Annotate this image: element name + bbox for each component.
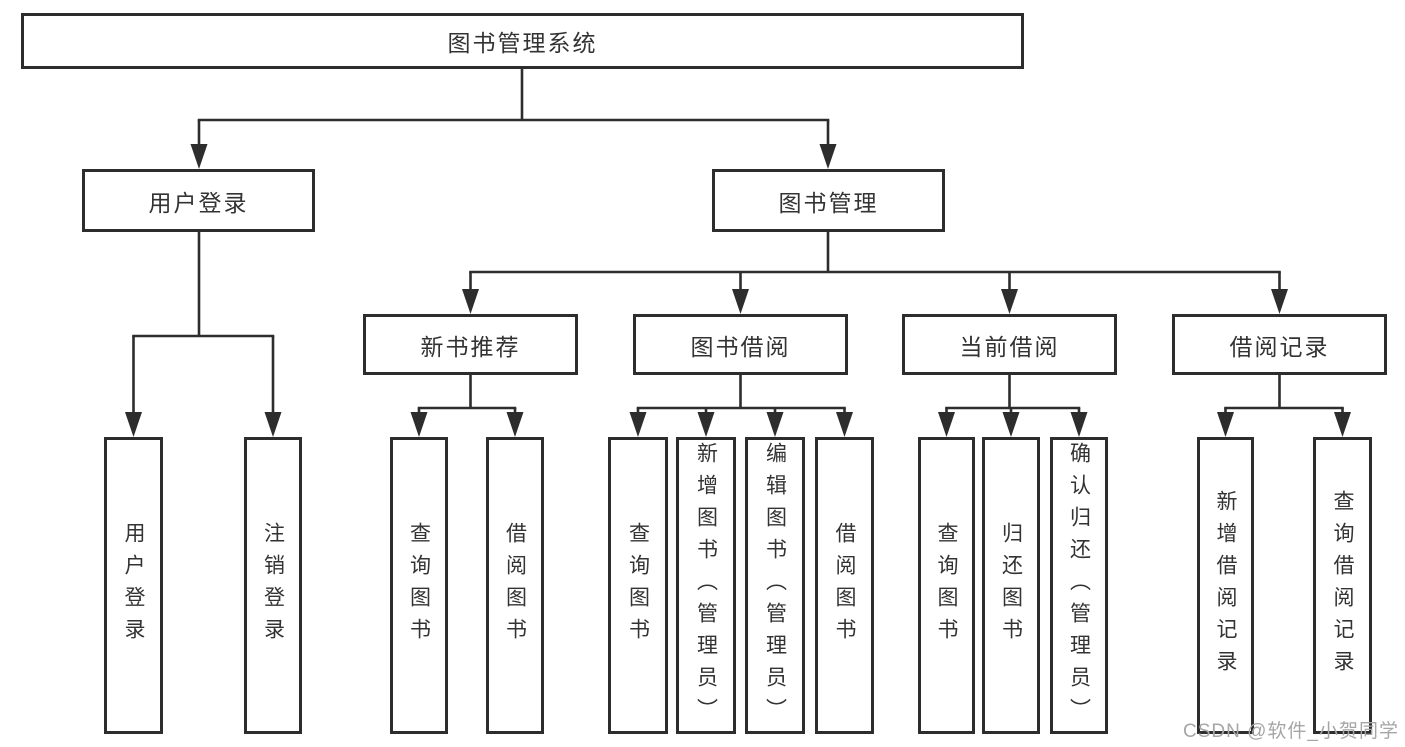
leaf-query-book-borrow-label: 查询图书: [626, 521, 650, 650]
leaf-borrow-book-recommend-label: 借阅图书: [503, 521, 527, 650]
leaf-add-borrow-record: 新增借阅记录: [1197, 437, 1254, 734]
node-current-borrow-label: 当前借阅: [959, 333, 1060, 360]
csdn-watermark: CSDN @软件_小贺同学: [1183, 721, 1399, 742]
node-borrow-record: 借阅记录: [1172, 314, 1387, 375]
leaf-borrow-book-recommend: 借阅图书: [486, 437, 544, 734]
leaf-user-login: 用户登录: [104, 437, 163, 734]
leaf-query-book-recommend-label: 查询图书: [407, 521, 431, 650]
node-borrow-record-label: 借阅记录: [1229, 333, 1330, 360]
node-root-system: 图书管理系统: [21, 13, 1024, 69]
leaf-query-book-recommend: 查询图书: [390, 437, 448, 734]
leaf-edit-book-admin-label: 编辑图书（管理员）: [763, 441, 787, 730]
leaf-add-book-admin: 新增图书（管理员）: [676, 437, 736, 734]
node-book-management: 图书管理: [712, 169, 945, 232]
leaf-query-book-current: 查询图书: [918, 437, 975, 734]
node-user-login-label: 用户登录: [148, 189, 249, 216]
leaf-add-borrow-record-label: 新增借阅记录: [1214, 489, 1237, 682]
leaf-add-book-admin-label: 新增图书（管理员）: [694, 441, 718, 730]
leaf-logout-label: 注销登录: [261, 521, 285, 650]
leaf-confirm-return-admin: 确认归还（管理员）: [1050, 437, 1108, 734]
leaf-user-login-label: 用户登录: [122, 521, 145, 650]
leaf-logout: 注销登录: [244, 437, 302, 734]
leaf-borrow-book-label: 借阅图书: [833, 521, 856, 650]
leaf-borrow-book: 借阅图书: [815, 437, 874, 734]
leaf-query-borrow-record: 查询借阅记录: [1313, 437, 1372, 734]
node-book-management-label: 图书管理: [778, 189, 879, 216]
leaf-return-book: 归还图书: [982, 437, 1040, 734]
leaf-edit-book-admin: 编辑图书（管理员）: [745, 437, 805, 734]
leaf-query-borrow-record-label: 查询借阅记录: [1331, 489, 1354, 682]
node-root-label: 图书管理系统: [447, 30, 598, 56]
node-book-borrow-label: 图书借阅: [690, 333, 791, 360]
node-user-login: 用户登录: [82, 169, 315, 232]
leaf-query-book-current-label: 查询图书: [935, 521, 958, 650]
node-book-borrow: 图书借阅: [633, 314, 848, 375]
leaf-query-book-borrow: 查询图书: [608, 437, 668, 734]
node-new-book-recommend: 新书推荐: [363, 314, 578, 375]
node-new-book-recommend-label: 新书推荐: [420, 333, 521, 360]
leaf-return-book-label: 归还图书: [999, 521, 1023, 650]
node-current-borrow: 当前借阅: [902, 314, 1117, 375]
leaf-confirm-return-admin-label: 确认归还（管理员）: [1067, 441, 1091, 730]
